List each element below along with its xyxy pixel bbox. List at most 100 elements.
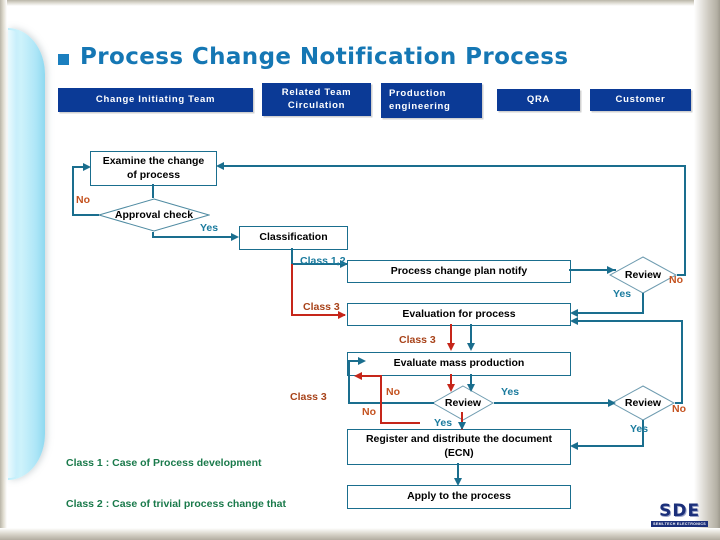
node-label: Examine the change of process bbox=[102, 154, 205, 181]
arrowhead-reviewright-yes-into-register bbox=[570, 441, 578, 450]
arrowhead-register-to-apply bbox=[454, 478, 462, 486]
node-label: Review bbox=[444, 397, 482, 409]
node-label: Approval check bbox=[114, 209, 194, 221]
page-edge-top bbox=[0, 0, 720, 6]
connector-reviewmid-no-left bbox=[348, 402, 434, 404]
legend-line: Class 2 : Case of trivial process change… bbox=[66, 498, 286, 511]
arrowhead-eval-to-mass-blue bbox=[467, 343, 475, 351]
arrowhead-approval-no bbox=[83, 162, 91, 171]
connector-register-to-apply bbox=[457, 463, 459, 480]
lane-production-engineering: Production engineering bbox=[381, 83, 482, 118]
connector-approval-no-left bbox=[72, 214, 99, 216]
node-register-distribute-ecn: Register and distribute the document (EC… bbox=[347, 429, 571, 465]
arrowhead-class12 bbox=[340, 259, 348, 268]
label-yes-review-top: Yes bbox=[613, 288, 632, 300]
connector-mass-to-reviewmid-red bbox=[450, 374, 453, 386]
node-label: Evaluate mass production bbox=[393, 357, 525, 370]
label-yes-review-right: Yes bbox=[630, 423, 649, 435]
label-class-3-mass: Class 3 bbox=[399, 334, 436, 346]
connector-approval-no-up bbox=[72, 167, 74, 216]
connector-eval-to-mass-red bbox=[450, 324, 453, 344]
lane-related-team-circulation: Related Team Circulation bbox=[262, 83, 371, 116]
connector-reviewtop-yes-down bbox=[642, 293, 644, 314]
label-no-approval: No bbox=[76, 194, 90, 206]
connector-reviewmid-no-red-left bbox=[380, 422, 420, 425]
node-examine-change: Examine the change of process bbox=[90, 151, 217, 186]
connector-reviewmid-no-into-mass bbox=[348, 360, 360, 362]
arrowhead-mass-to-reviewmid-red bbox=[447, 384, 455, 392]
arrowhead-approval-yes bbox=[231, 232, 239, 241]
page-edge-right bbox=[694, 0, 720, 540]
connector-eval-to-mass-blue bbox=[470, 324, 472, 344]
node-label: Review bbox=[624, 269, 662, 281]
connector-class3-down bbox=[291, 264, 294, 316]
page-title: Process Change Notification Process bbox=[58, 44, 569, 70]
logo-subtext: SEMI-TECH ELECTRONICS bbox=[651, 521, 708, 527]
arrowhead-eval-to-mass-red bbox=[447, 343, 455, 351]
square-bullet-icon bbox=[58, 54, 69, 65]
connector-approval-yes-right bbox=[152, 236, 232, 238]
arrowhead-reviewtop-no-into-examine bbox=[216, 161, 224, 170]
label-yes-approval: Yes bbox=[200, 222, 219, 234]
node-approval-check: Approval check bbox=[98, 198, 210, 232]
node-label: Classification bbox=[259, 231, 328, 244]
node-apply-to-process: Apply to the process bbox=[347, 485, 571, 509]
connector-reviewright-yes-down bbox=[642, 420, 644, 447]
node-review-right: Review bbox=[611, 385, 675, 421]
node-process-change-plan-notify: Process change plan notify bbox=[347, 260, 571, 283]
brand-logo: SDE SEMI-TECH ELECTRONICS bbox=[651, 503, 708, 527]
connector-reviewmid-no-up bbox=[348, 360, 350, 404]
connector-reviewtop-no-up bbox=[684, 165, 686, 276]
label-class-1-2: Class 1,2 bbox=[300, 255, 346, 267]
arrowhead-class3-evaluation bbox=[338, 310, 346, 319]
legend-line: Class 1 : Case of Process development bbox=[66, 456, 262, 469]
label-no-review-top: No bbox=[669, 274, 683, 286]
connector-class-split-horizontal bbox=[291, 263, 347, 265]
node-label: Register and distribute the document (EC… bbox=[365, 433, 553, 459]
node-label: Apply to the process bbox=[407, 490, 511, 503]
connector-reviewmid-yes-down-red bbox=[461, 412, 464, 430]
legend-class-definitions: Class 1 : Case of Process development Cl… bbox=[66, 429, 288, 540]
label-yes-review-mid-right: Yes bbox=[501, 386, 520, 398]
connector-class3-right bbox=[291, 314, 345, 317]
arrowhead-reviewright-in bbox=[608, 398, 616, 407]
label-no-review-mid-2: No bbox=[362, 406, 376, 418]
lane-label: Customer bbox=[615, 93, 666, 105]
node-label: Evaluation for process bbox=[402, 307, 516, 320]
arrowhead-reviewtop-in bbox=[607, 265, 615, 274]
lane-label: Change Initiating Team bbox=[95, 93, 216, 105]
connector-reviewright-no-up bbox=[681, 320, 683, 403]
arrowhead-reviewtop-yes-into-eval bbox=[570, 308, 578, 317]
lane-customer: Customer bbox=[590, 89, 691, 111]
arrowhead-reviewmid-no-red bbox=[354, 371, 362, 380]
node-label: Process change plan notify bbox=[390, 264, 528, 277]
connector-reviewmid-yes-right bbox=[494, 402, 612, 404]
page-edge-bottom bbox=[0, 528, 720, 540]
node-classification: Classification bbox=[239, 226, 348, 250]
logo-text: SDE bbox=[659, 501, 701, 521]
arrowhead-reviewmid-no-into-mass bbox=[358, 356, 366, 365]
node-review-top: Review bbox=[609, 256, 677, 294]
connector-approval-no-into-examine bbox=[72, 166, 84, 168]
arrowhead-reviewmid-yes bbox=[458, 422, 466, 430]
connector-plannotify-to-reviewtop bbox=[569, 269, 616, 271]
connector-approval-yes-down bbox=[152, 232, 154, 237]
lane-label: Related Team Circulation bbox=[281, 86, 352, 111]
node-evaluate-mass-production: Evaluate mass production bbox=[347, 352, 571, 376]
lane-label: QRA bbox=[526, 93, 551, 105]
label-class-3-evaluation: Class 3 bbox=[303, 301, 340, 313]
arrowhead-reviewright-no-into-eval bbox=[570, 316, 578, 325]
label-no-review-mid: No bbox=[386, 386, 400, 398]
label-no-review-right: No bbox=[672, 403, 686, 415]
connector-reviewmid-no-red-up bbox=[380, 375, 383, 423]
label-yes-review-mid: Yes bbox=[434, 417, 453, 429]
lane-qra: QRA bbox=[497, 89, 580, 111]
connector-examine-to-approval bbox=[152, 184, 154, 198]
connector-reviewtop-no-left bbox=[224, 165, 685, 167]
connector-reviewright-no-right bbox=[675, 402, 683, 404]
connector-reviewtop-yes-left bbox=[578, 312, 644, 314]
page-edge-left bbox=[0, 0, 7, 540]
connector-reviewright-yes-left bbox=[578, 445, 644, 447]
connector-reviewmid-no-red-into-mass bbox=[362, 375, 382, 378]
